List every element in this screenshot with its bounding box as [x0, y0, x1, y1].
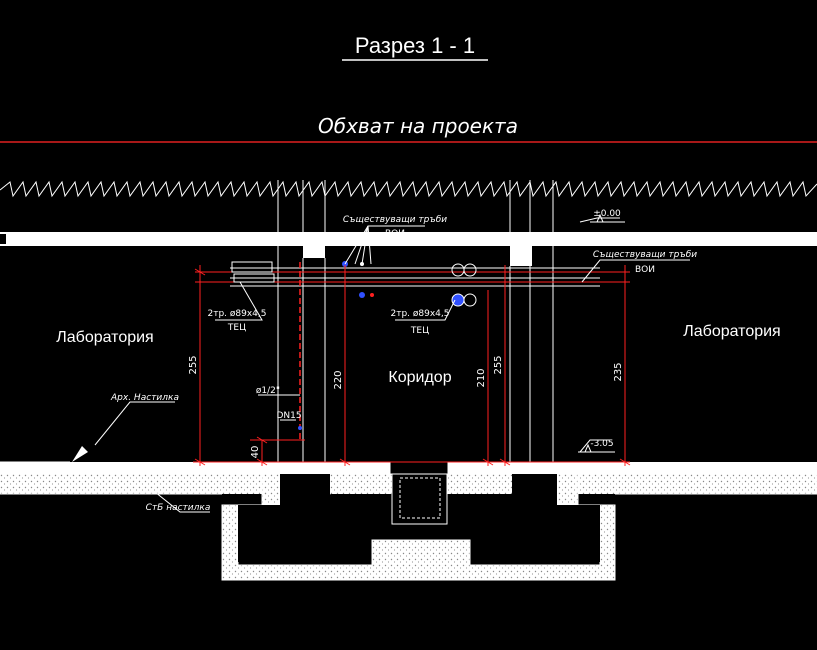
room-center-label: Коридор — [388, 369, 451, 386]
dimension-lines — [193, 265, 631, 466]
dim-255-left: 255 — [188, 355, 199, 374]
dim-210: 210 — [476, 368, 487, 387]
voi-top-label: ВОИ — [385, 229, 405, 239]
room-left-label: Лаборатория — [56, 329, 153, 346]
existing-pipes-top-label: Съществуващи тръби — [343, 215, 447, 225]
foundation-core-right — [512, 474, 557, 534]
dim-235: 235 — [613, 362, 624, 381]
level-marker-bottom — [578, 443, 615, 453]
channel-inner — [399, 477, 441, 519]
level-bottom-label: -3.05 — [590, 439, 613, 449]
dim-220: 220 — [333, 370, 344, 389]
drawing-title: Разрез 1 - 1 — [355, 33, 475, 58]
channel — [391, 473, 448, 525]
voi-right-label: ВОИ — [635, 265, 655, 275]
floor-gap — [389, 461, 449, 475]
level-top-label: ±0.00 — [593, 209, 621, 219]
level-marker-top — [590, 213, 625, 223]
existing-pipes-right-label: Съществуващи тръби — [593, 250, 697, 260]
upper-walls — [277, 180, 554, 232]
pipe-sections — [298, 261, 477, 430]
tec-center-label: ТЕЦ — [410, 326, 429, 336]
pipe-center-label: 2тр. ø89х4,5 — [390, 309, 449, 319]
pipe-run — [195, 261, 630, 440]
slab-end-mark — [0, 234, 6, 244]
room-right-label: Лаборатория — [683, 323, 780, 340]
soil-zigzag — [0, 180, 817, 198]
pipe-left-label: 2тр. ø89х4,5 — [207, 309, 266, 319]
leaders — [0, 217, 690, 513]
arch-floor-label: Арх. Настилка — [110, 393, 179, 403]
arrow-arch-floor — [72, 446, 88, 462]
dim-255-center: 255 — [493, 355, 504, 374]
dim-40: 40 — [250, 446, 261, 459]
pipe-small-label: ø1/2" — [256, 386, 280, 396]
struct-floor-label: СтБ настилка — [146, 503, 211, 513]
beam-right — [510, 246, 532, 266]
beam-left — [303, 246, 325, 258]
dn-label: DN15 — [276, 411, 301, 421]
ceiling-slab — [0, 232, 817, 246]
tec-left-label: ТЕЦ — [227, 323, 246, 333]
foundation-core-left — [280, 474, 330, 534]
scope-label: Обхват на проекта — [318, 114, 518, 138]
